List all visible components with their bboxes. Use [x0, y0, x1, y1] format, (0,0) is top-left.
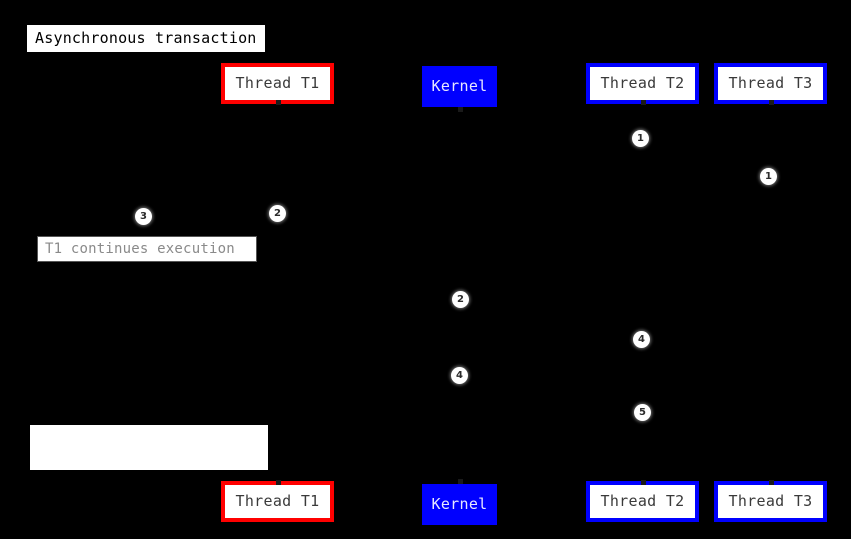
lifeline-stub-icon [457, 479, 463, 484]
participant-thread-t1[interactable]: Thread T1 [221, 63, 334, 105]
step-marker-5: 5 [634, 404, 651, 421]
participant-label: Thread T1 [235, 492, 320, 510]
step-marker-3: 3 [135, 208, 152, 225]
lifeline-stub-icon [768, 480, 774, 485]
note-box: T1 continues execution [37, 236, 257, 262]
participant-thread-t3[interactable]: Thread T3 [714, 63, 827, 105]
participant-label: Kernel [431, 77, 488, 95]
diagram-title: Asynchronous transaction [27, 25, 265, 52]
participant-thread-t1[interactable]: Thread T1 [221, 480, 334, 522]
lifeline-stub-icon [457, 107, 463, 112]
step-marker-2: 2 [269, 205, 286, 222]
participant-label: Thread T3 [728, 492, 813, 510]
step-marker-1: 1 [632, 130, 649, 147]
participant-thread-t2[interactable]: Thread T2 [586, 63, 699, 105]
lifeline-stub-icon [640, 100, 646, 105]
blank-note-plate [30, 425, 268, 470]
participant-label: Thread T1 [235, 74, 320, 92]
participant-thread-t2[interactable]: Thread T2 [586, 480, 699, 522]
step-marker-1: 1 [760, 168, 777, 185]
participant-kernel[interactable]: Kernel [422, 479, 497, 525]
step-marker-4: 4 [451, 367, 468, 384]
participant-label: Thread T3 [728, 74, 813, 92]
participant-kernel[interactable]: Kernel [422, 66, 497, 112]
step-marker-4: 4 [633, 331, 650, 348]
lifeline-stub-icon [768, 100, 774, 105]
participant-thread-t3[interactable]: Thread T3 [714, 480, 827, 522]
participant-label: Thread T2 [600, 492, 685, 510]
lifeline-stub-icon [275, 100, 281, 105]
lifeline-stub-icon [640, 480, 646, 485]
participant-label: Thread T2 [600, 74, 685, 92]
step-marker-2: 2 [452, 291, 469, 308]
lifeline-stub-icon [275, 480, 281, 485]
participant-label: Kernel [431, 495, 488, 513]
